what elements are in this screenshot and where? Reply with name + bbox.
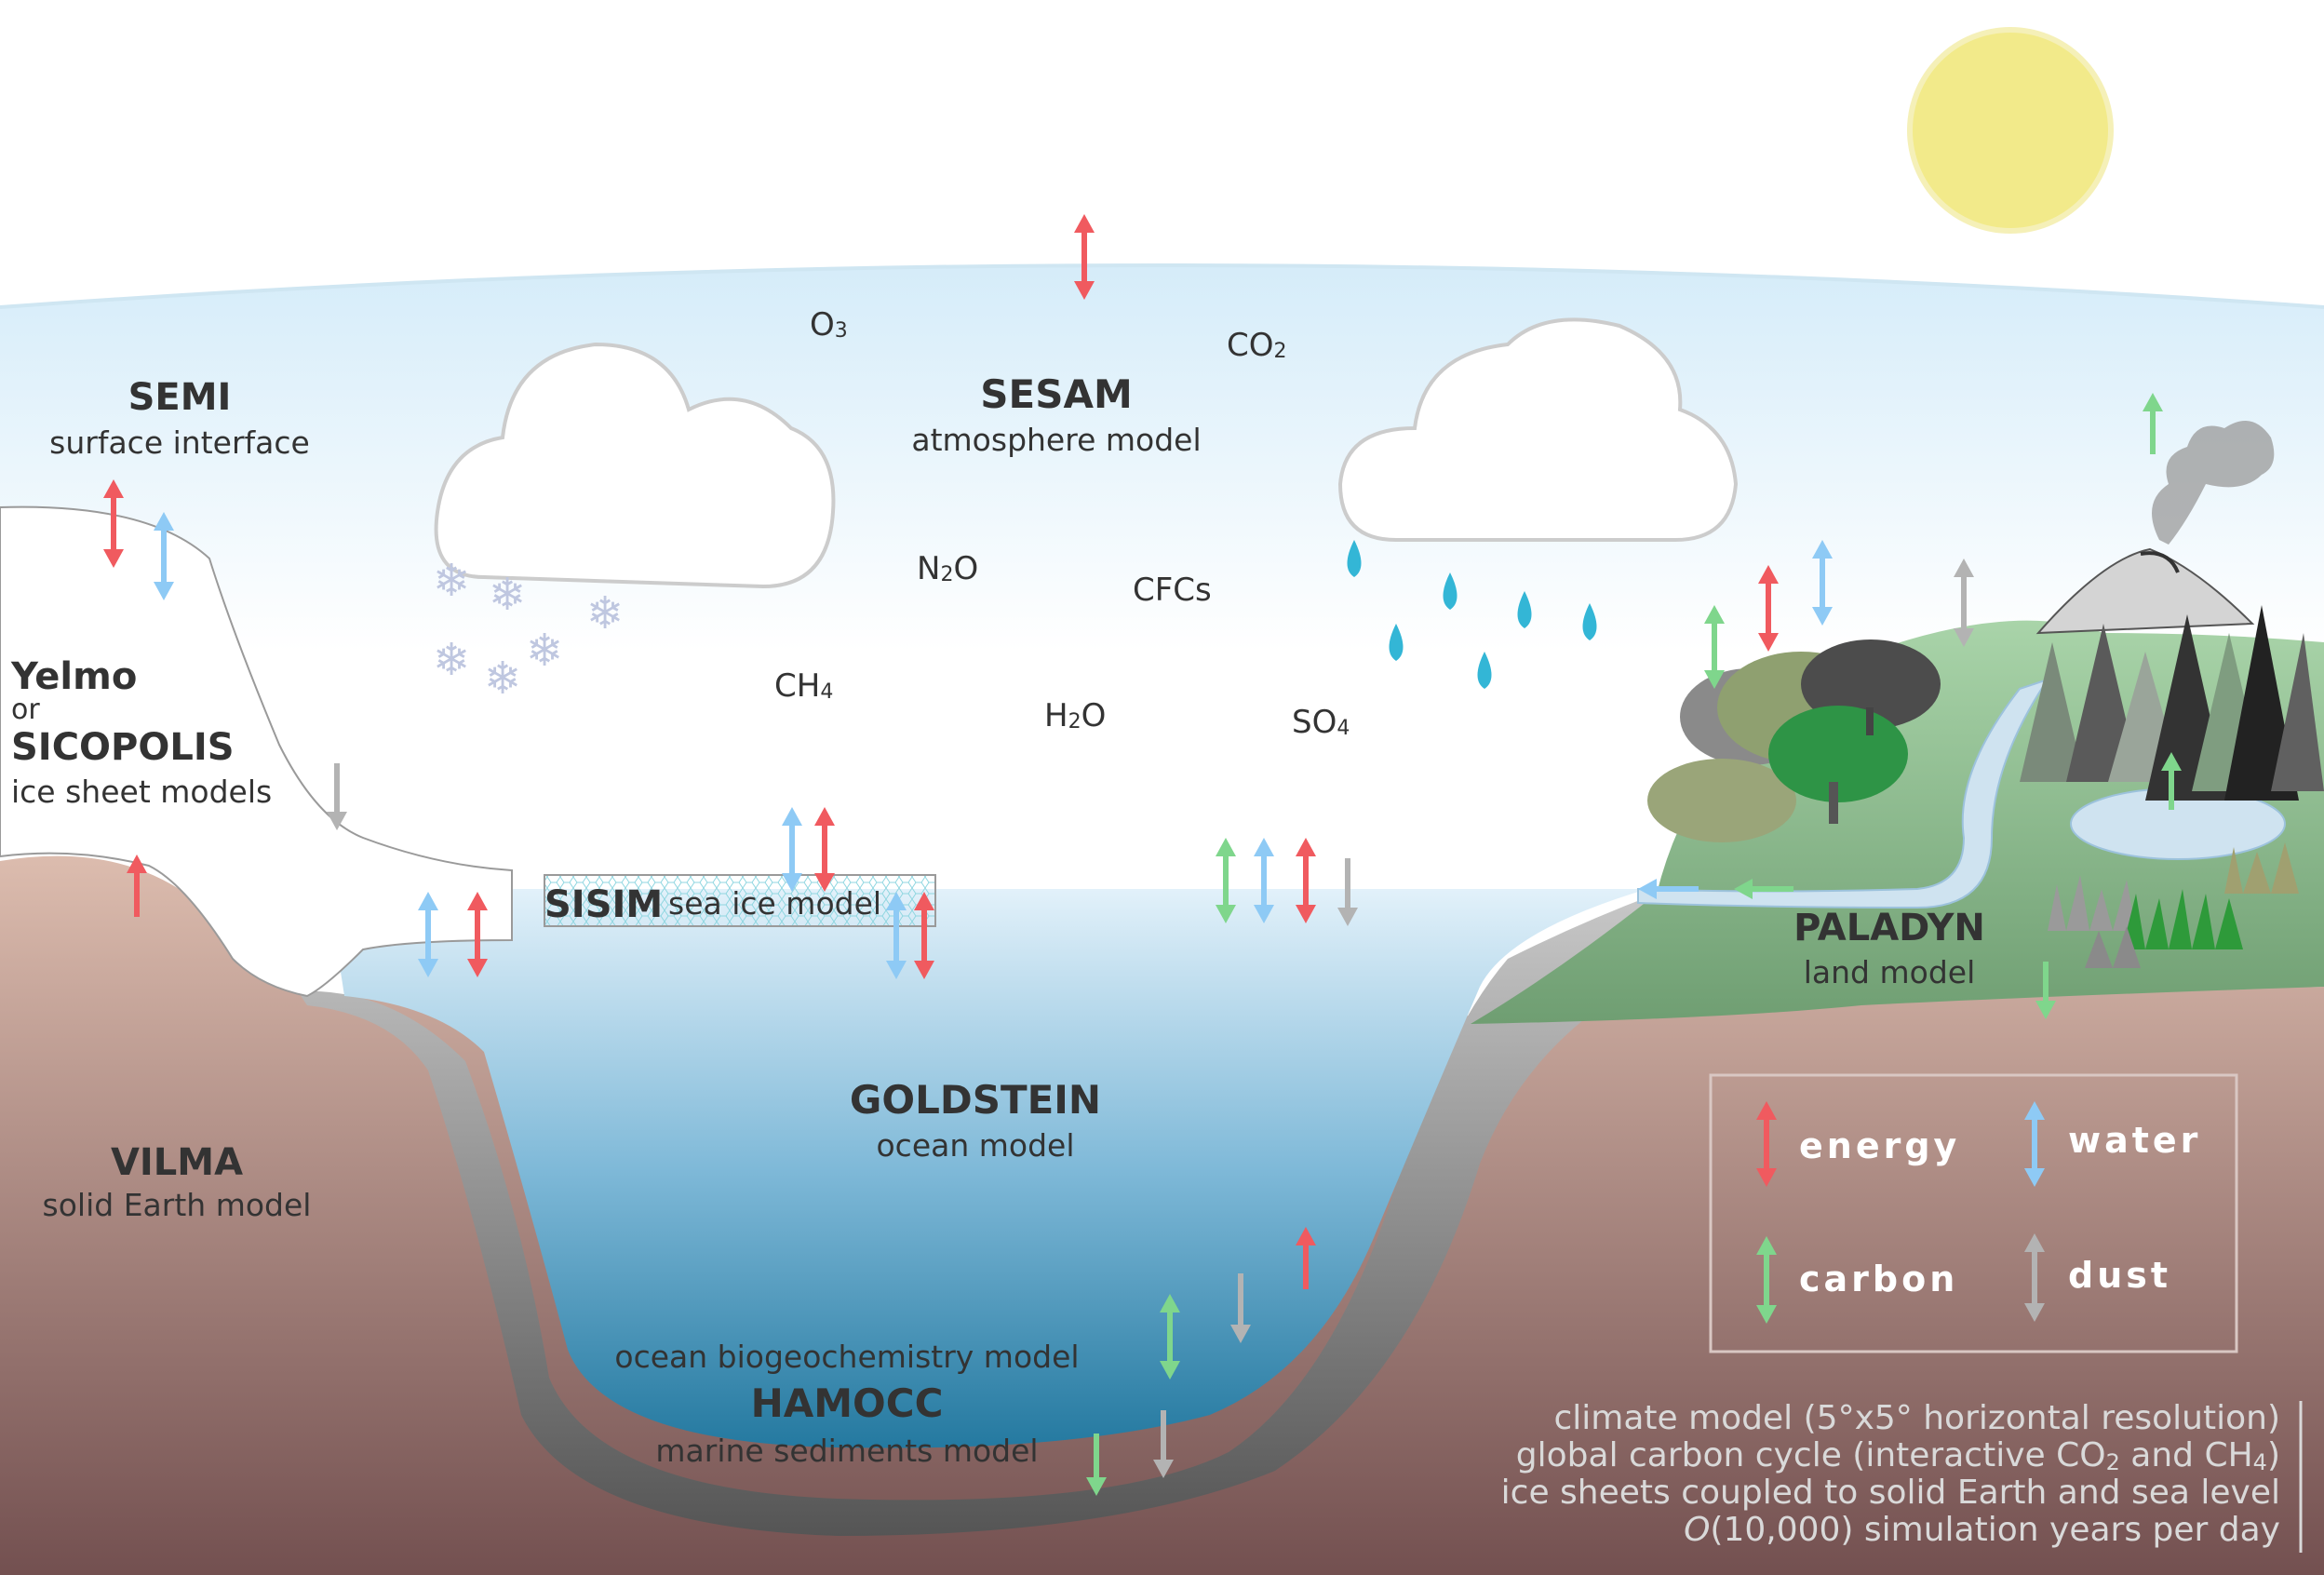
yelmo-title: Yelmo (10, 655, 137, 698)
dust-flux-arrow (1954, 559, 1974, 647)
carbon-flux-arrow (1734, 879, 1793, 899)
marine-sediments (298, 894, 1657, 1536)
energy-flux-arrow (914, 892, 934, 979)
gas-cfcs: CFCs (1133, 572, 1212, 609)
vilma-title: VILMA (111, 1141, 243, 1184)
sicopolis-title: SICOPOLIS (11, 726, 235, 769)
sesam-desc: atmosphere model (911, 422, 1201, 458)
atmosphere-boundary (0, 263, 2324, 309)
raindrop-icon (1582, 603, 1597, 640)
gas-o3: O3 (810, 306, 848, 343)
hamocc-title: HAMOCC (751, 1380, 944, 1426)
raindrop-icon (1443, 572, 1458, 610)
legend-arrows (1756, 1101, 2045, 1324)
energy-flux-arrow (1758, 565, 1779, 652)
hamocc-desc-bottom: marine sediments model (655, 1433, 1038, 1469)
dust-flux-arrow (2024, 1233, 2045, 1322)
water-flux-arrow (2024, 1101, 2045, 1187)
smoke (2152, 421, 2275, 545)
legend-carbon-label: carbon (1799, 1259, 1958, 1299)
gas-so4: SO4 (1292, 704, 1350, 741)
energy-flux-arrow (467, 892, 488, 977)
carbon-flux-arrow (1086, 1434, 1107, 1496)
gas-co2: CO2 (1227, 327, 1287, 364)
info-line-4: O(10,000) simulation years per day (1684, 1511, 2280, 1549)
energy-flux-arrow (127, 855, 147, 917)
water-flux-arrow (1812, 540, 1833, 626)
snowflakes: ❄ ❄ ❄ ❄ ❄ ❄ (433, 555, 624, 705)
paladyn-title: PALADYN (1793, 907, 1985, 949)
legend-box (1709, 1073, 2238, 1353)
info-line-2: global carbon cycle (interactive CO2 and… (1516, 1436, 2280, 1475)
water-flux-arrow (1638, 879, 1699, 899)
goldstein-desc: ocean model (876, 1127, 1074, 1164)
volcano (2035, 421, 2275, 635)
water-flux-arrow (154, 512, 174, 600)
energy-flux-arrow (1296, 1227, 1316, 1289)
semi-desc: surface interface (49, 424, 310, 461)
snowflake-icon: ❄ (526, 625, 563, 677)
semi-title: SEMI (128, 376, 232, 419)
water-flux-arrow (886, 892, 907, 979)
cloud-left (434, 342, 836, 589)
sisim-desc: sea ice model (668, 885, 881, 922)
sisim-title: SISIM (544, 883, 663, 926)
paladyn-desc: land model (1804, 954, 1976, 990)
gas-h2o: H2O (1044, 697, 1106, 734)
ocean (321, 889, 1647, 1448)
dust-flux-arrow (327, 763, 347, 830)
sesam-title: SESAM (980, 371, 1133, 417)
carbon-flux-arrow (1216, 838, 1236, 923)
water-flux-arrow (1254, 838, 1274, 923)
dust-flux-arrow (1230, 1273, 1251, 1343)
info-line-1: climate model (5°x5° horizontal resoluti… (1553, 1399, 2280, 1437)
carbon-flux-arrow (1756, 1236, 1777, 1324)
sun (1907, 27, 2114, 234)
legend-water-label: water (2068, 1120, 2201, 1161)
snowflake-icon: ❄ (433, 634, 470, 686)
dust-flux-arrow (1153, 1410, 1174, 1478)
legend-energy-label: energy (1799, 1125, 1960, 1166)
cloud-right (1337, 317, 1739, 542)
sea-ice (544, 874, 936, 927)
carbon-flux-arrow (1160, 1294, 1180, 1380)
raindrop-icon (1389, 624, 1404, 661)
yelmo-or: or (11, 693, 40, 726)
snowflake-icon: ❄ (586, 587, 624, 639)
hamocc-desc-top: ocean biogeochemistry model (614, 1339, 1079, 1375)
grass (2048, 842, 2299, 968)
carbon-flux-arrow (2035, 962, 2056, 1019)
info-line-3: ice sheets coupled to solid Earth and se… (1501, 1474, 2280, 1512)
gas-ch4: CH4 (774, 667, 833, 705)
energy-flux-arrow (1074, 214, 1095, 300)
energy-flux-arrow (1756, 1101, 1777, 1187)
dust-flux-arrow (1337, 858, 1358, 926)
energy-flux-arrow (814, 807, 835, 892)
gas-n2o: N2O (917, 550, 978, 587)
water-flux-arrow (418, 892, 438, 977)
goldstein-title: GOLDSTEIN (850, 1077, 1101, 1123)
raindrop-icon (1477, 652, 1492, 689)
ice-sheet (0, 505, 513, 998)
snowflake-icon: ❄ (489, 569, 526, 621)
water-flux-arrow (782, 807, 802, 892)
vilma-desc: solid Earth model (43, 1187, 312, 1223)
gases: O3 CO2 N2O CFCs CH4 H2O SO4 (774, 306, 1350, 741)
raindrop-icon (1347, 540, 1362, 577)
raindrops (1347, 540, 1597, 689)
energy-flux-arrow (103, 479, 124, 568)
forest (2020, 605, 2324, 801)
carbon-flux-arrow (2161, 752, 2182, 810)
legend-dust-label: dust (2068, 1255, 2171, 1296)
ice-sheet-desc: ice sheet models (11, 774, 272, 810)
raindrop-icon (1517, 591, 1532, 628)
carbon-flux-arrow (2143, 393, 2163, 454)
deciduous-trees (1647, 639, 1941, 842)
snowflake-icon: ❄ (433, 555, 470, 607)
flux-arrows (103, 214, 2182, 1496)
snowflake-icon: ❄ (484, 653, 521, 705)
energy-flux-arrow (1296, 838, 1316, 923)
carbon-flux-arrow (1704, 605, 1725, 689)
